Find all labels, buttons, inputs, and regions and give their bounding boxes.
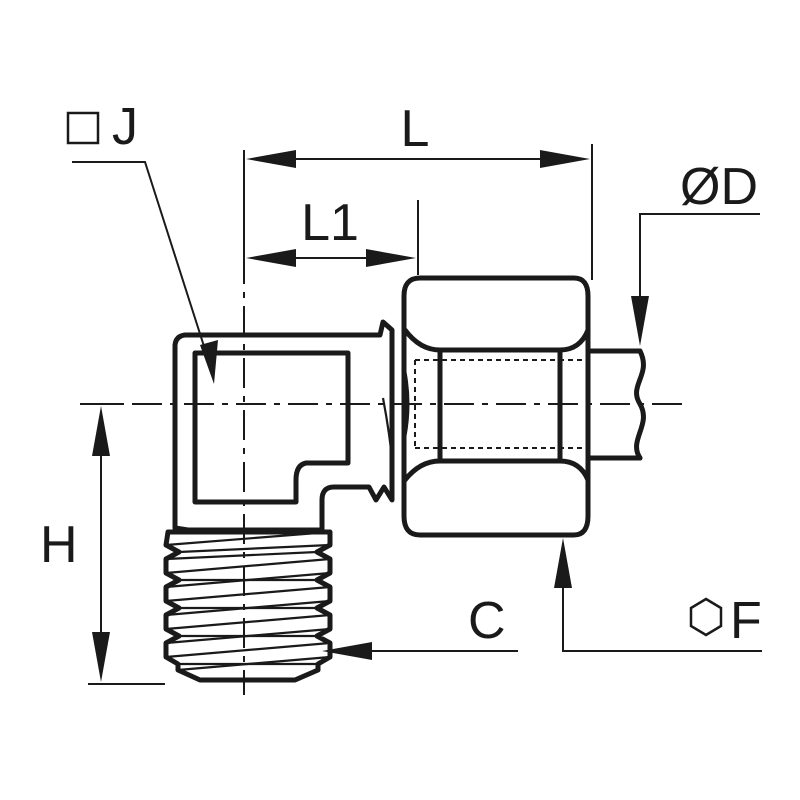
- elbow-body: [172, 319, 395, 533]
- label-j: J: [112, 98, 138, 156]
- tube-stub: [585, 348, 646, 461]
- dimension-j: [72, 161, 218, 384]
- hexagon-icon: [689, 597, 723, 637]
- label-c: C: [468, 592, 506, 650]
- dimension-c: [322, 642, 518, 660]
- dimension-d: [631, 213, 760, 346]
- label-f: F: [730, 592, 762, 650]
- square-icon: [66, 111, 100, 145]
- dimension-f: [554, 538, 762, 652]
- male-thread: [163, 529, 333, 683]
- label-l1: L1: [301, 194, 359, 252]
- label-l: L: [401, 100, 430, 158]
- label-d: ØD: [680, 158, 758, 216]
- dimension-l: [243, 144, 593, 280]
- dimension-h: [80, 403, 165, 685]
- dimension-l1: [246, 200, 419, 275]
- hex-nut: [401, 275, 591, 538]
- label-h: H: [40, 516, 78, 574]
